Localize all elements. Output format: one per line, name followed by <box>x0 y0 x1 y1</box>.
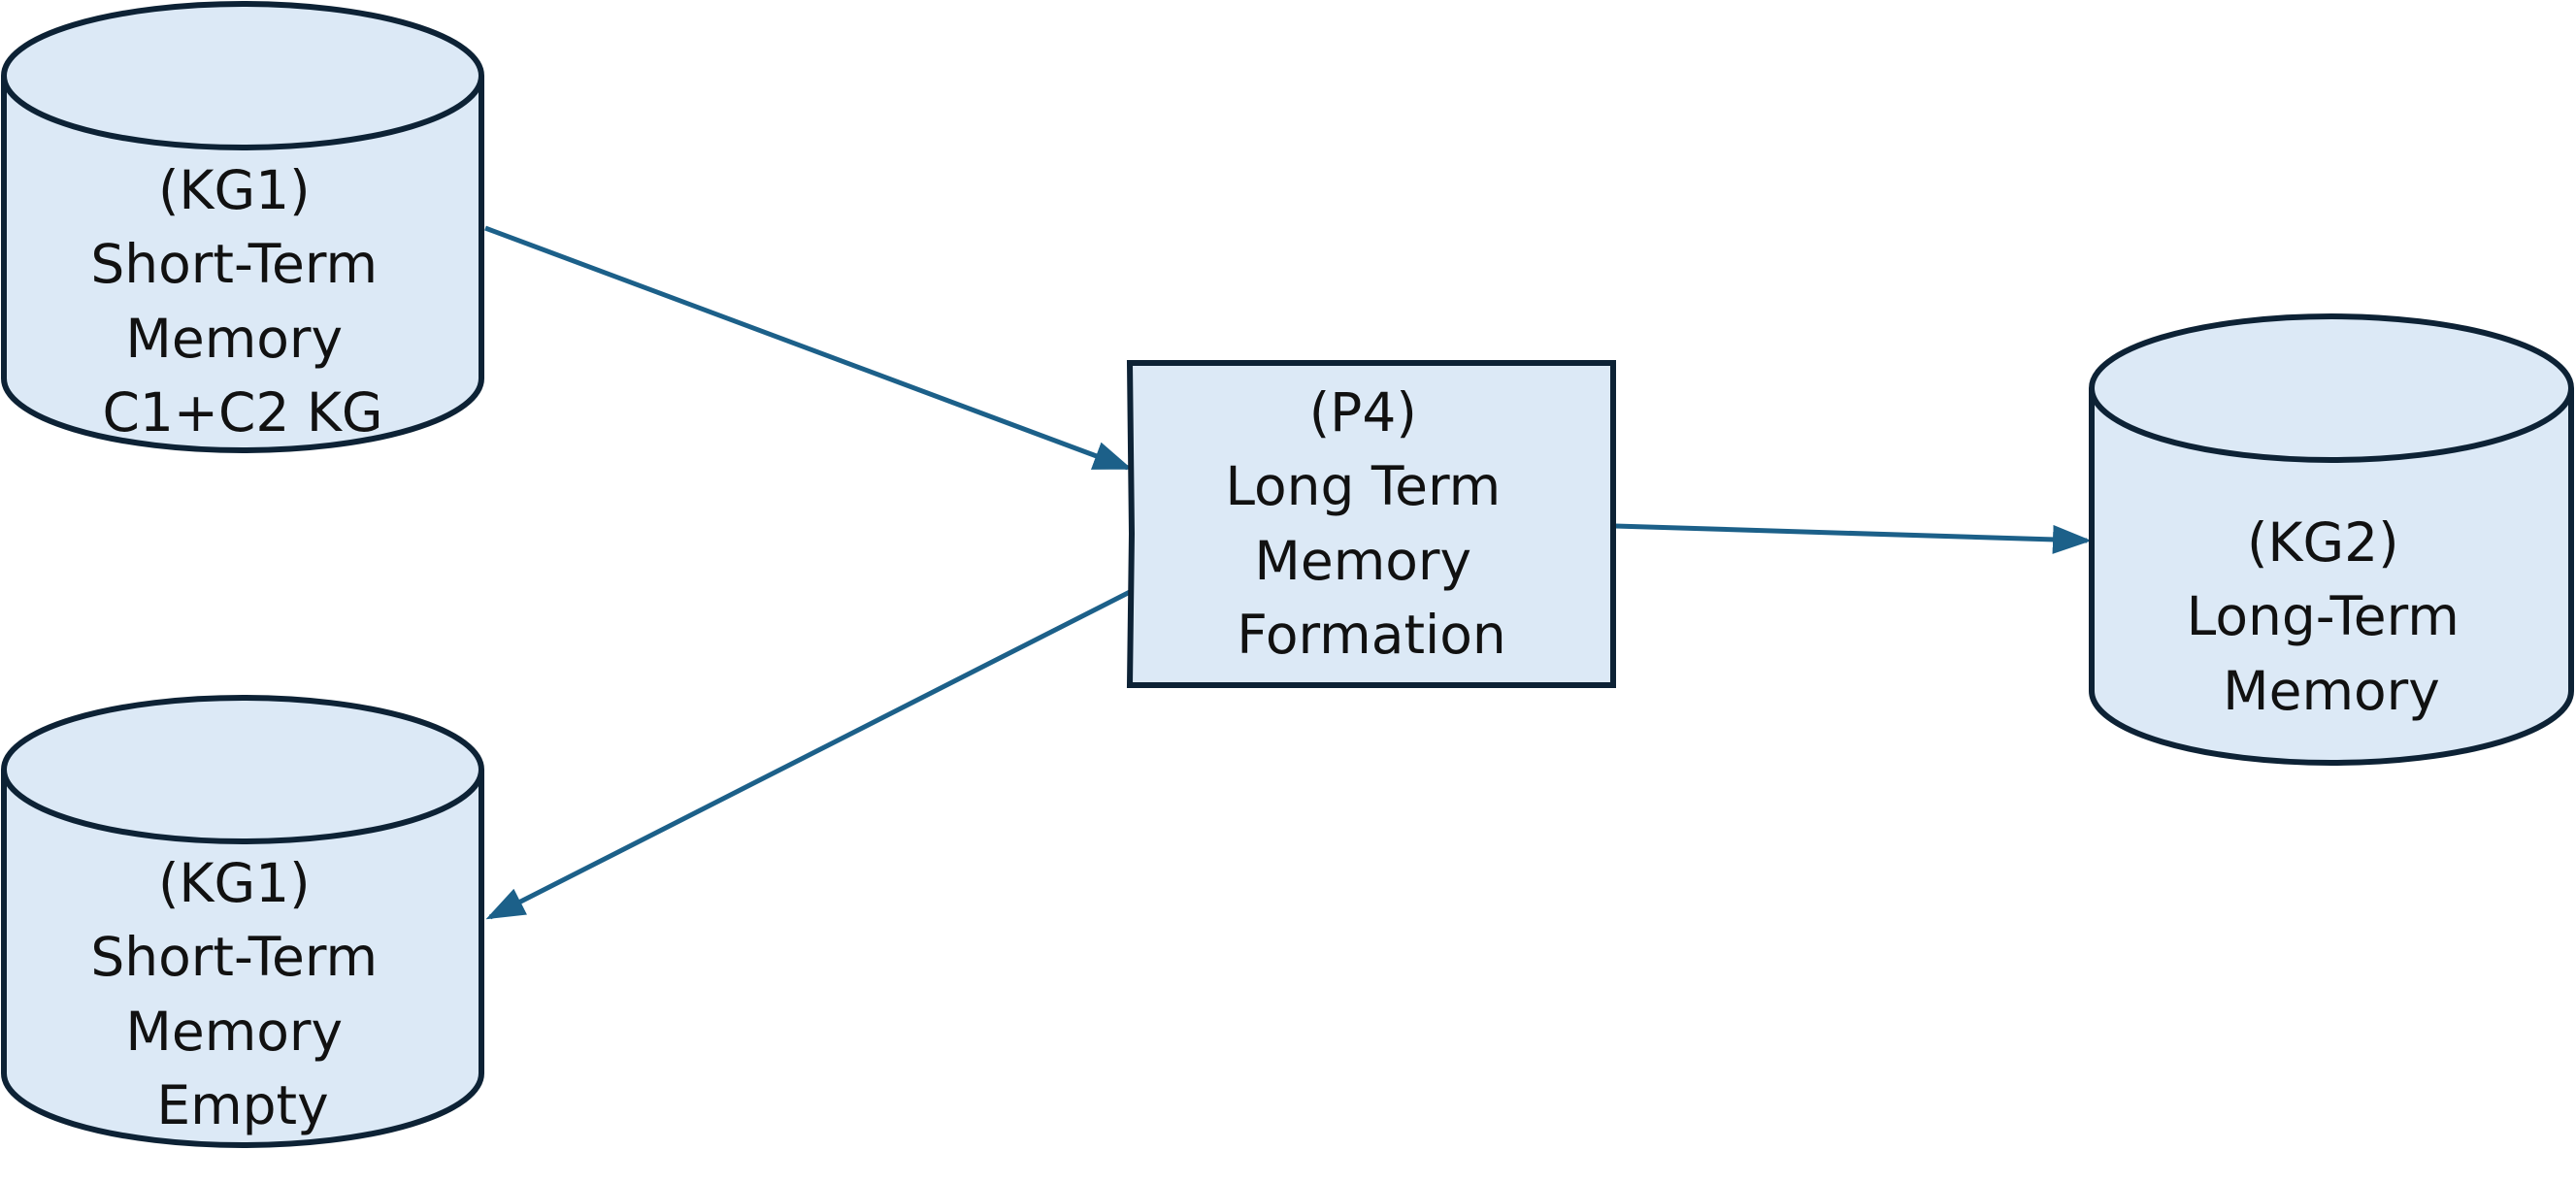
kg1-bottom-line-1: (KG1) <box>158 852 311 914</box>
kg1-short-term-memory-cylinder: (KG1) Short-Term Memory C1+C2 KG <box>1 1 484 453</box>
arrow-p4-to-kg2 <box>1614 523 2092 554</box>
p4-line-4: Formation <box>1237 604 1506 666</box>
p4-long-term-memory-formation-box: (P4) Long Term Memory Formation <box>1126 360 1616 688</box>
arrow-kg1-top-to-p4 <box>484 225 1133 471</box>
kg2-line-3: Memory <box>2223 660 2440 722</box>
kg2-line-1: (KG2) <box>2247 511 2399 574</box>
kg1-top-label: (KG1) Short-Term Memory C1+C2 KG <box>90 159 394 444</box>
kg1-bottom-line-2: Short-Term <box>90 926 378 988</box>
kg1-bottom-line-4: Empty <box>156 1074 328 1136</box>
p4-line-1: (P4) <box>1309 381 1417 444</box>
p4-label: (P4) Long Term Memory Formation <box>1225 381 1517 666</box>
kg2-long-term-memory-cylinder: (KG2) Long-Term Memory <box>2089 313 2574 766</box>
kg1-short-term-memory-empty-cylinder: (KG1) Short-Term Memory Empty <box>1 695 484 1148</box>
arrow-p4-to-kg1-bottom <box>485 589 1132 920</box>
p4-line-3: Memory <box>1254 530 1471 592</box>
kg1-bottom-line-3: Memory <box>125 1001 343 1063</box>
p4-line-2: Long Term <box>1225 455 1501 517</box>
kg1-top-line-1: (KG1) <box>158 159 311 221</box>
kg1-top-line-2: Short-Term <box>90 233 378 295</box>
kg1-top-line-4: C1+C2 KG <box>102 381 382 444</box>
kg2-line-2: Long-Term <box>2187 585 2460 647</box>
kg1-top-line-3: Memory <box>125 308 343 370</box>
kg1-bottom-label: (KG1) Short-Term Memory Empty <box>90 852 394 1136</box>
kg2-label: (KG2) Long-Term Memory <box>2187 511 2477 722</box>
